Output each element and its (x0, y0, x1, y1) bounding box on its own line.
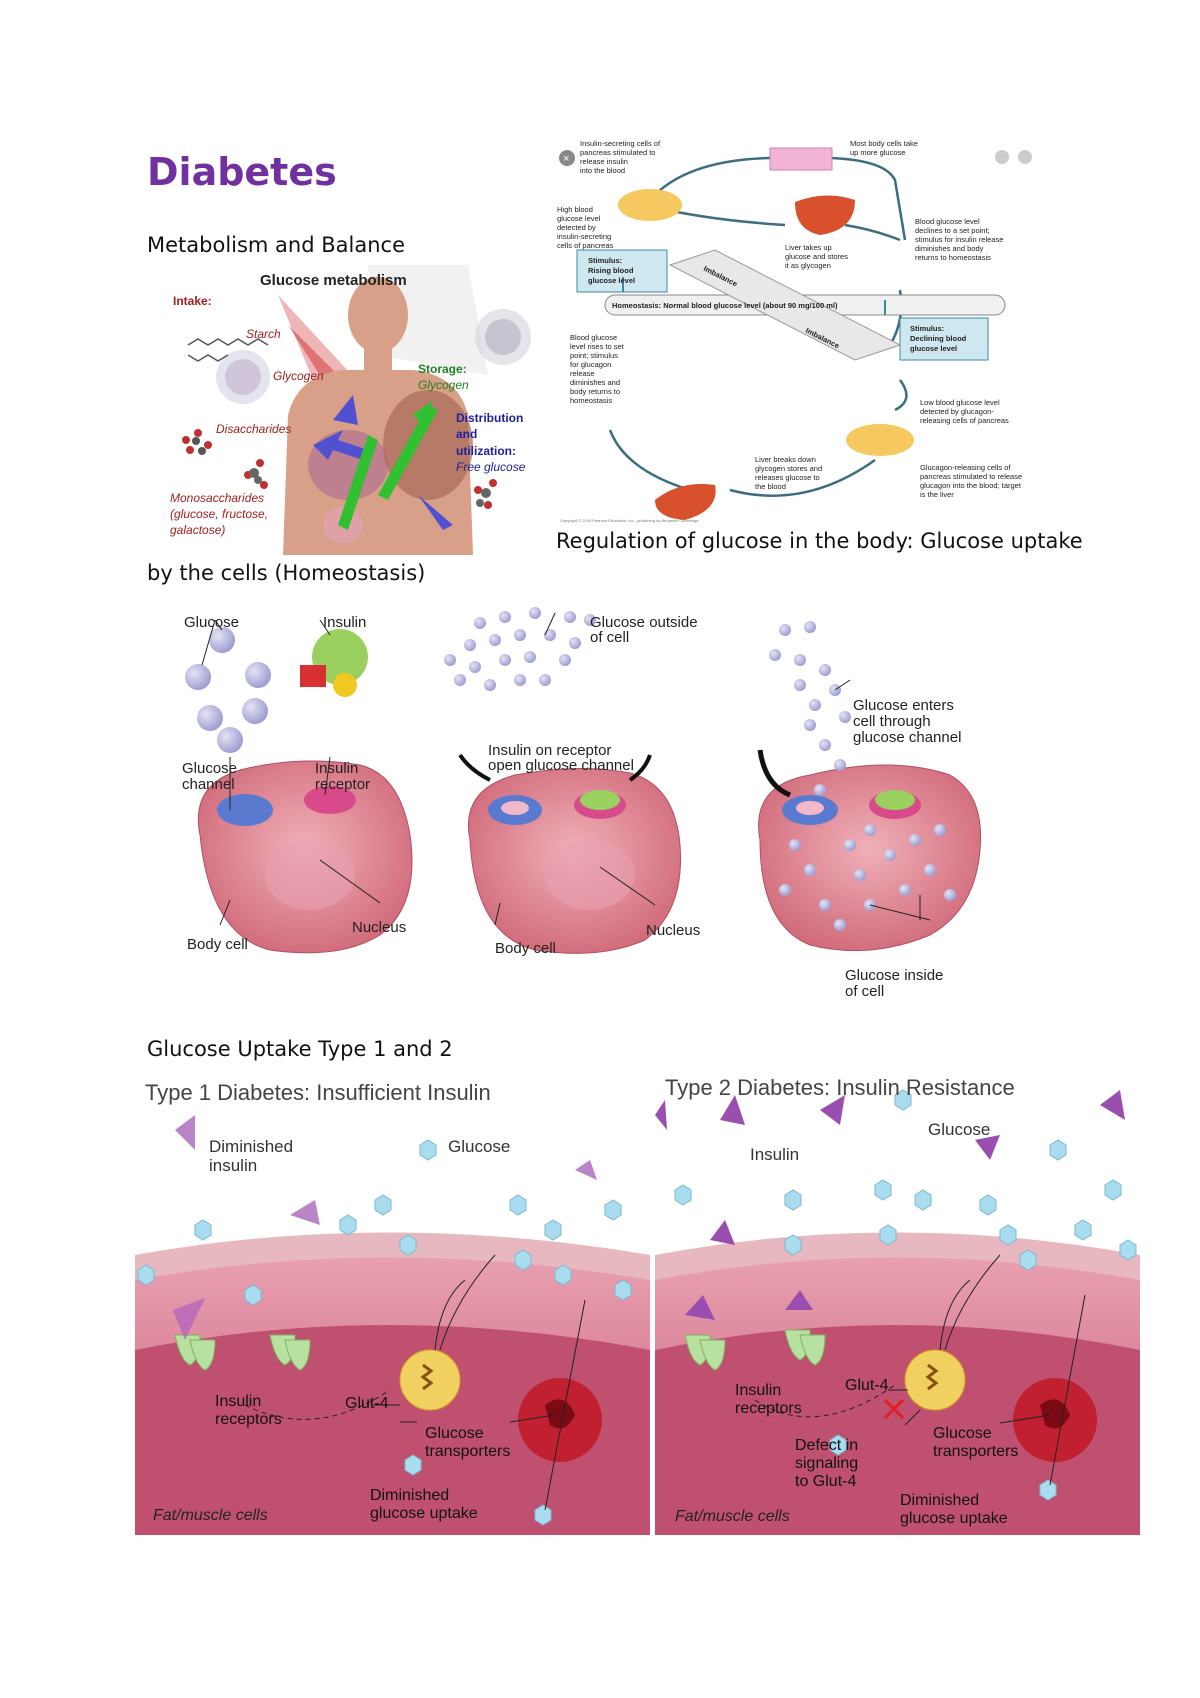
glucose-outside-label: Glucose outside of cell (590, 614, 702, 646)
svg-text:×: × (563, 153, 569, 165)
chevron-right-icon[interactable] (1018, 150, 1032, 164)
glycogen-label: Glycogen (273, 369, 324, 383)
type1-title: Type 1 Diabetes: Insufficient Insulin (145, 1080, 491, 1105)
liver-breaks-text: Liver breaks down glycogen stores and re… (755, 455, 824, 491)
high-blood-text: High blood glucose level detected by ins… (557, 205, 614, 250)
close-icon[interactable] (559, 150, 575, 166)
type2-insulin-label: Insulin (750, 1145, 799, 1164)
body-cell-label-2: Body cell (495, 940, 556, 957)
body-cells-text: Most body cells take up more glucose (850, 140, 920, 157)
storage-glycogen-label: Glycogen (418, 378, 469, 392)
intake-label: Intake: (173, 294, 212, 308)
insulin-cells-text: Insulin-secreting cells of pancreas stim… (580, 140, 662, 175)
cell-uptake-figure: Glucose Insulin Glucose channel Insulin … (182, 607, 982, 1000)
type1-insulin-receptors-label: Insulin receptors (215, 1393, 282, 1428)
stimulus-rising-box: Stimulus: Rising blood glucose level (588, 256, 636, 285)
rises-text: Blood glucose level rises to set point; … (570, 333, 626, 405)
diminished-insulin-label: Diminished insulin (209, 1137, 298, 1175)
cell-panel-1 (185, 619, 413, 954)
homeostasis-bar-text: Homeostasis: Normal blood glucose level … (612, 301, 838, 310)
type2-insulin-receptors-label: Insulin receptors (735, 1382, 802, 1417)
stimulus-declining-box: Stimulus: Declining blood glucose level (910, 324, 968, 353)
declines-text: Blood glucose level declines to a set po… (915, 217, 1005, 262)
type2-cells-label: Fat/muscle cells (675, 1508, 790, 1525)
type1-glucose-transporters-label: Glucose transporters (425, 1425, 510, 1460)
uptake-caption: by the cells (Homeostasis) (147, 561, 426, 585)
glucose-channel-label: Glucose channel (182, 760, 241, 793)
monosaccharides-detail-2: galactose) (170, 523, 225, 537)
copyright-text: Copyright © 2004 Pearson Education, Inc.… (560, 518, 699, 523)
types-caption: Glucose Uptake Type 1 and 2 (147, 1037, 453, 1061)
monosaccharides-label: Monosaccharides (170, 491, 264, 505)
page-title: Diabetes (147, 150, 337, 194)
type1-glucose-label: Glucose (448, 1137, 510, 1156)
cell-panel-3 (757, 621, 982, 952)
type2-glut4-label: Glut-4 (845, 1377, 889, 1394)
glucose-label-1: Glucose (184, 614, 239, 631)
insulin-on-receptor-label: Insulin on receptor open glucose channel (488, 742, 634, 774)
distribution-and-label: and (456, 427, 477, 441)
nucleus-label-2: Nucleus (646, 922, 700, 939)
regulation-caption: Regulation of glucose in the body: Gluco… (556, 529, 1083, 553)
cell-panel-2 (444, 607, 682, 954)
type1-diabetes-figure: Type 1 Diabetes: Insufficient Insulin Di… (135, 1080, 650, 1535)
body-cell-label-1: Body cell (187, 936, 248, 953)
type1-glut4-label: Glut-4 (345, 1395, 389, 1412)
type2-title: Type 2 Diabetes: Insulin Resistance (665, 1075, 1015, 1100)
type1-diminished-uptake-label: Diminished glucose uptake (370, 1487, 478, 1522)
nucleus-label-1: Nucleus (352, 919, 406, 936)
metabolism-title: Glucose metabolism (260, 272, 407, 289)
monosaccharides-detail: (glucose, fructose, (170, 507, 268, 521)
type2-diminished-uptake-label: Diminished glucose uptake (900, 1492, 1008, 1527)
type2-glucose-label: Glucose (928, 1120, 990, 1139)
distribution-label: Distribution (456, 411, 523, 425)
free-glucose-label: Free glucose (456, 460, 526, 474)
insulin-label: Insulin (323, 614, 366, 631)
insulin-receptor-label: Insulin receptor (315, 760, 370, 793)
storage-label: Storage: (418, 362, 467, 376)
disaccharides-label: Disaccharides (216, 422, 291, 436)
liver-takes-text: Liver takes up glucose and stores it as … (785, 243, 850, 270)
low-blood-text: Low blood glucose level detected by gluc… (920, 398, 1009, 425)
type1-cells-label: Fat/muscle cells (153, 1507, 268, 1524)
glucose-metabolism-figure: Glucose metabolism Intake: Starch Glycog… (170, 265, 531, 555)
starch-label: Starch (246, 327, 281, 341)
glucose-inside-label: Glucose inside of cell (845, 967, 948, 1000)
glucose-regulation-figure: × Insulin-secreting cells of pancreas st… (557, 140, 1032, 523)
utilization-label: utilization: (456, 444, 516, 458)
defect-signaling-label: Defect in signaling to Glut-4 (795, 1437, 863, 1490)
section-heading-metabolism: Metabolism and Balance (147, 233, 405, 257)
chevron-left-icon[interactable] (995, 150, 1009, 164)
type2-glucose-transporters-label: Glucose transporters (933, 1425, 1018, 1460)
type2-diabetes-figure: Type 2 Diabetes: Insulin Resistance Insu… (655, 1075, 1140, 1535)
glucose-enters-label: Glucose enters cell through glucose chan… (853, 697, 961, 746)
glucagon-cells-text: Glucagon-releasing cells of pancreas sti… (920, 463, 1024, 499)
